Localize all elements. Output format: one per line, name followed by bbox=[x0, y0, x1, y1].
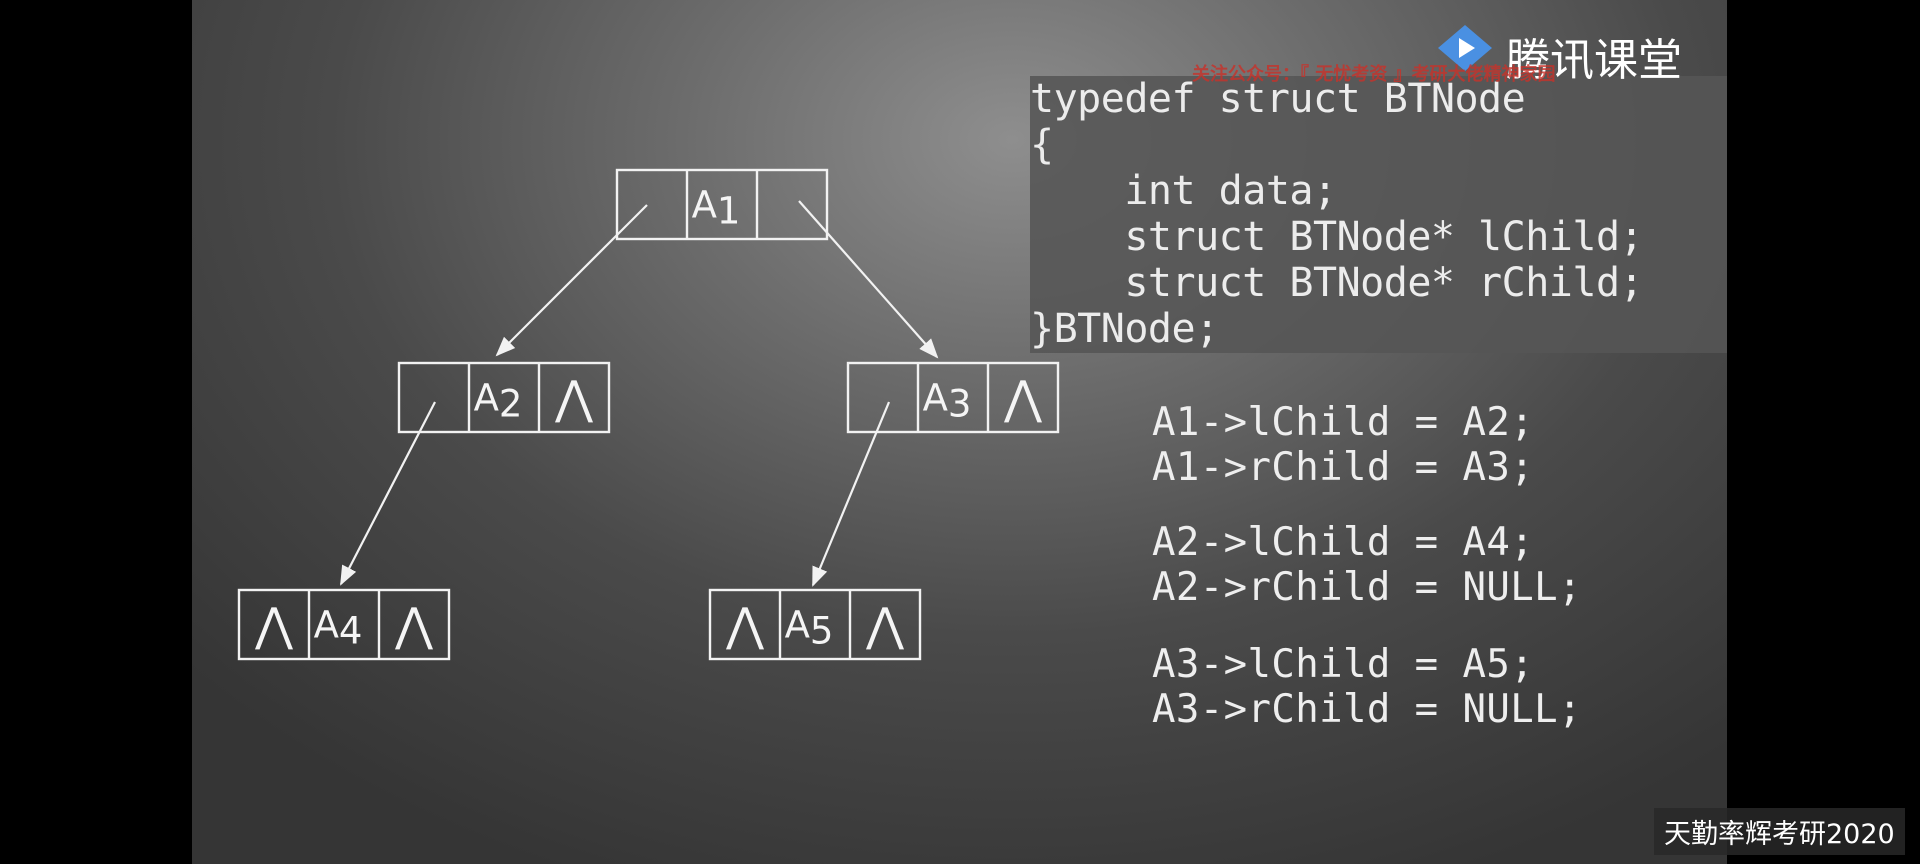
code-line: typedef struct BTNode bbox=[1030, 76, 1526, 122]
null-pointer-right: ⋀ bbox=[865, 598, 904, 652]
node-label: A2 bbox=[474, 377, 523, 426]
node-a3: A3 ⋀ bbox=[846, 361, 1060, 434]
code-line: int data; bbox=[1030, 168, 1337, 214]
node-box bbox=[397, 361, 611, 434]
node-box bbox=[708, 588, 922, 661]
node-a1: A1 bbox=[615, 168, 829, 241]
struct-definition-code: typedef struct BTNode{ int data; struct … bbox=[1030, 76, 1727, 353]
node-box bbox=[846, 361, 1060, 434]
code-line: { bbox=[1030, 122, 1054, 168]
null-pointer-right: ⋀ bbox=[394, 598, 433, 652]
edge-a2-a4 bbox=[340, 401, 436, 586]
node-box bbox=[237, 588, 451, 661]
edge-a1-a3 bbox=[798, 200, 939, 359]
code-line: struct BTNode* lChild; bbox=[1030, 214, 1644, 260]
node-label: A4 bbox=[314, 604, 363, 653]
node-a5: A5 ⋀ ⋀ bbox=[708, 588, 922, 661]
node-label: A1 bbox=[692, 184, 741, 233]
logo-text: 腾讯课堂 bbox=[1506, 35, 1682, 86]
node-box bbox=[615, 168, 829, 241]
node-a2: A2 ⋀ bbox=[397, 361, 611, 434]
assignment-line: A3->rChild = NULL; bbox=[1152, 687, 1582, 732]
null-pointer-right: ⋀ bbox=[554, 371, 593, 425]
null-pointer-right: ⋀ bbox=[1003, 371, 1042, 425]
edge-a3-a5 bbox=[811, 401, 891, 587]
assignment-line: A2->lChild = A4; bbox=[1152, 520, 1535, 565]
assignment-line: A1->rChild = A3; bbox=[1152, 445, 1535, 490]
assignment-line: A1->lChild = A2; bbox=[1152, 400, 1535, 445]
edge-a1-a2 bbox=[495, 204, 648, 357]
footer-label: 天勤率辉考研2020 bbox=[1654, 808, 1905, 855]
assignment-line: A3->lChild = A5; bbox=[1152, 642, 1535, 687]
code-line: }BTNode; bbox=[1030, 306, 1219, 352]
node-a4: A4 ⋀ ⋀ bbox=[237, 588, 451, 661]
play-icon bbox=[1438, 25, 1492, 71]
code-line: struct BTNode* rChild; bbox=[1030, 260, 1644, 306]
node-label: A5 bbox=[785, 604, 834, 653]
null-pointer-left: ⋀ bbox=[254, 598, 293, 652]
watermark: 关注公众号：『 无忧考资 』考研大佬精神家园 bbox=[1192, 64, 1556, 85]
logo: 腾讯课堂 bbox=[1430, 20, 1692, 86]
null-pointer-left: ⋀ bbox=[725, 598, 764, 652]
assignment-line: A2->rChild = NULL; bbox=[1152, 565, 1582, 610]
node-label: A3 bbox=[923, 377, 972, 426]
